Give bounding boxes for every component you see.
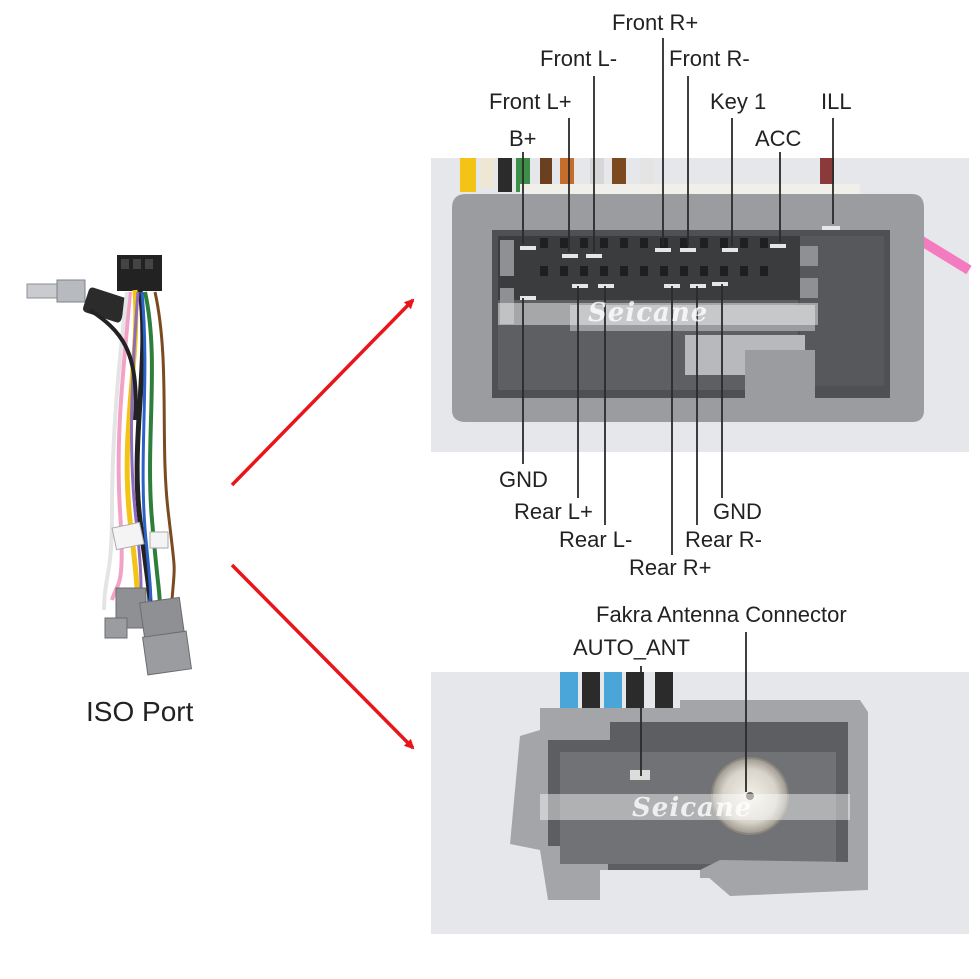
- iso-port-caption: ISO Port: [86, 696, 194, 727]
- label-acc: ACC: [755, 126, 802, 151]
- label-ill: ILL: [821, 89, 852, 114]
- iso-harness-image: [26, 255, 192, 676]
- arrow-to-bottom-connector: [230, 563, 415, 750]
- label-key-1: Key 1: [710, 89, 767, 114]
- label-fakra-antenna: Fakra Antenna Connector: [596, 602, 847, 627]
- label-front-r-minus: Front R-: [669, 46, 750, 71]
- label-gnd-right: GND: [713, 499, 762, 524]
- label-rear-r-minus: Rear R-: [685, 527, 763, 552]
- top-connector-photo: [431, 158, 972, 452]
- label-rear-r-plus: Rear R+: [629, 555, 712, 580]
- label-rear-l-minus: Rear L-: [559, 527, 633, 552]
- label-front-l-minus: Front L-: [540, 46, 618, 71]
- arrow-to-top-connector: [230, 298, 415, 487]
- watermark-bottom: Seicane: [632, 793, 753, 823]
- top-leader-lines: [522, 38, 834, 555]
- bottom-connector-photo: [431, 672, 969, 934]
- bottom-leader-lines: [640, 632, 747, 792]
- label-gnd-left: GND: [499, 467, 548, 492]
- watermark-top: Seicane: [588, 298, 709, 328]
- label-rear-l-plus: Rear L+: [514, 499, 593, 524]
- label-b-plus: B+: [509, 126, 537, 151]
- label-front-r-plus: Front R+: [612, 10, 699, 35]
- label-front-l-plus: Front L+: [489, 89, 572, 114]
- label-auto-ant: AUTO_ANT: [573, 635, 690, 660]
